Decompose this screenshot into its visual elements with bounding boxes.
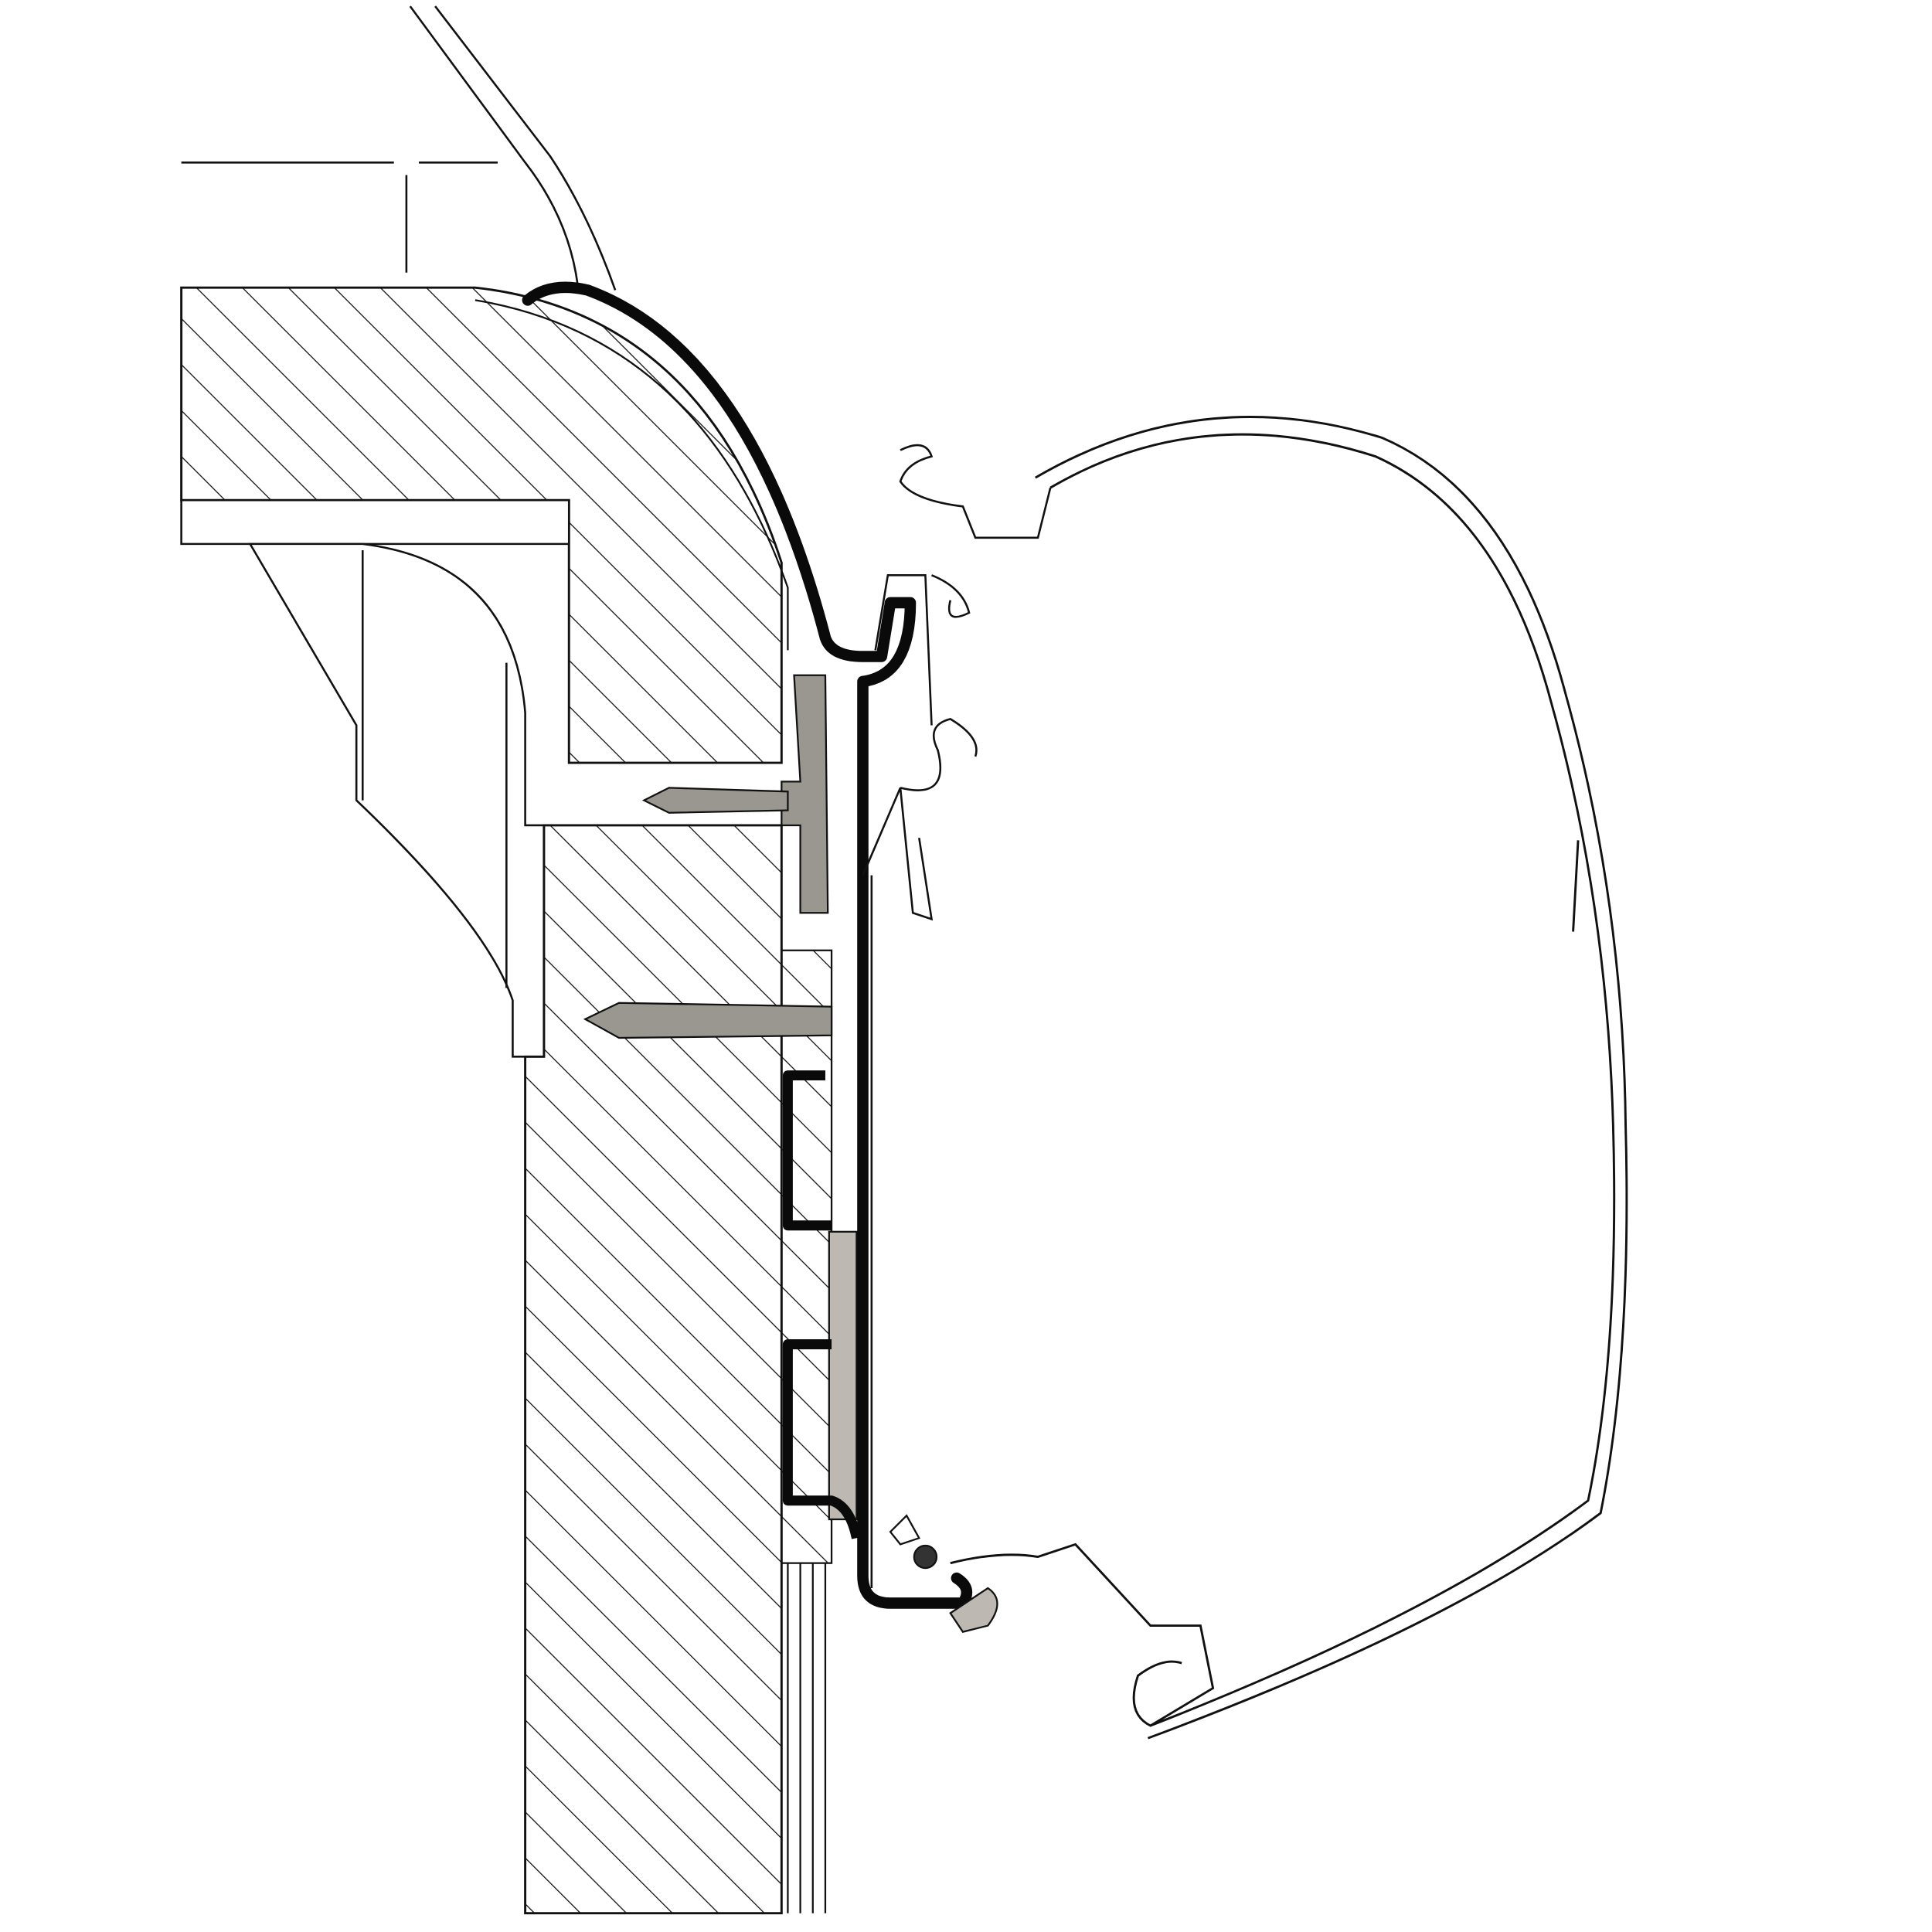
awning-rail (862, 444, 1052, 1589)
screw-upper-icon (641, 787, 789, 814)
keder-insert (781, 674, 829, 914)
interior-trim (180, 498, 570, 1058)
roof-outline (181, 5, 617, 291)
wall-cladding (787, 1563, 827, 1913)
awning-cassette (950, 416, 1628, 1740)
end-clamp (889, 1514, 998, 1633)
adapter-profile (522, 281, 973, 1609)
roof-edge-inner (474, 299, 789, 651)
wall-section-hatched (524, 824, 783, 1915)
adapter-profile-lower (782, 1070, 862, 1539)
screw-lower-icon (583, 1002, 833, 1039)
sealing-strip (828, 1230, 858, 1521)
